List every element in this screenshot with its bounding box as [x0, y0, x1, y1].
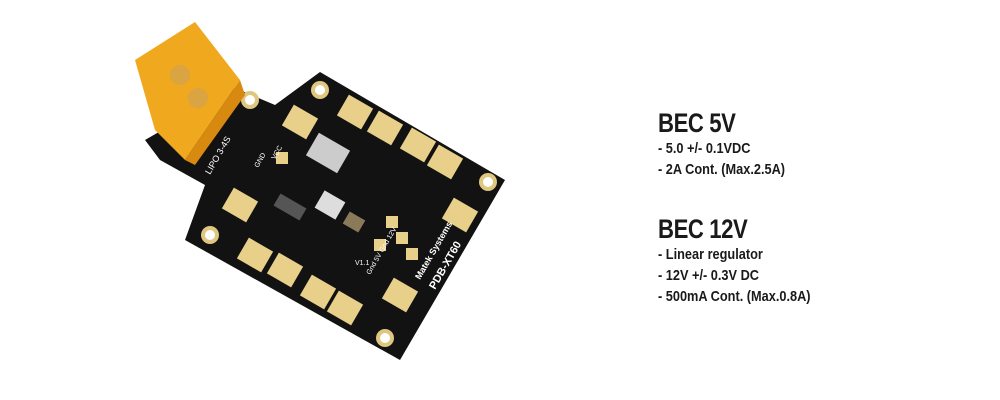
solder-pad — [441, 197, 479, 233]
solder-pad — [281, 104, 319, 140]
small-pad — [406, 248, 418, 260]
mounting-hole-center — [380, 333, 390, 343]
small-pad — [276, 152, 288, 164]
mounting-hole-center — [315, 85, 325, 95]
spec-panel: BEC 5V - 5.0 +/- 0.1VDC - 2A Cont. (Max.… — [658, 108, 837, 307]
spec-line: - 12V +/- 0.3V DC — [658, 267, 759, 284]
small-pad — [386, 216, 398, 228]
solder-pad — [221, 187, 259, 223]
spec-line: - 5.0 +/- 0.1VDC — [658, 140, 751, 157]
solder-pad — [366, 110, 404, 146]
components — [273, 132, 366, 233]
mounting-holes — [201, 81, 497, 347]
solder-pad — [299, 274, 337, 310]
bec-12v-title: BEC 12V — [658, 214, 748, 244]
solder-pad — [426, 144, 464, 180]
solder-pad — [381, 277, 419, 313]
spec-line: - Linear regulator — [658, 246, 763, 263]
spec-line: - 500mA Cont. (Max.0.8A) — [658, 288, 811, 305]
bec-12v-block: BEC 12V - Linear regulator - 12V +/- 0.3… — [658, 214, 837, 307]
mounting-hole-center — [205, 230, 215, 240]
small-pad — [374, 239, 386, 251]
small-pad — [396, 232, 408, 244]
solder-pad — [336, 94, 374, 130]
spec-line: - 2A Cont. (Max.2.5A) — [658, 161, 786, 178]
mounting-hole-center — [483, 177, 493, 187]
solder-pad — [266, 252, 304, 288]
solder-pads — [221, 94, 479, 326]
board-label-version: V1.1 — [355, 260, 370, 267]
mounting-hole-center — [245, 95, 255, 105]
solder-pad — [236, 237, 274, 273]
solder-pad — [399, 127, 437, 163]
bec-5v-block: BEC 5V - 5.0 +/- 0.1VDC - 2A Cont. (Max.… — [658, 108, 837, 180]
xt60-connector — [135, 22, 245, 165]
solder-pad — [326, 290, 364, 326]
bec-5v-title: BEC 5V — [658, 108, 736, 138]
